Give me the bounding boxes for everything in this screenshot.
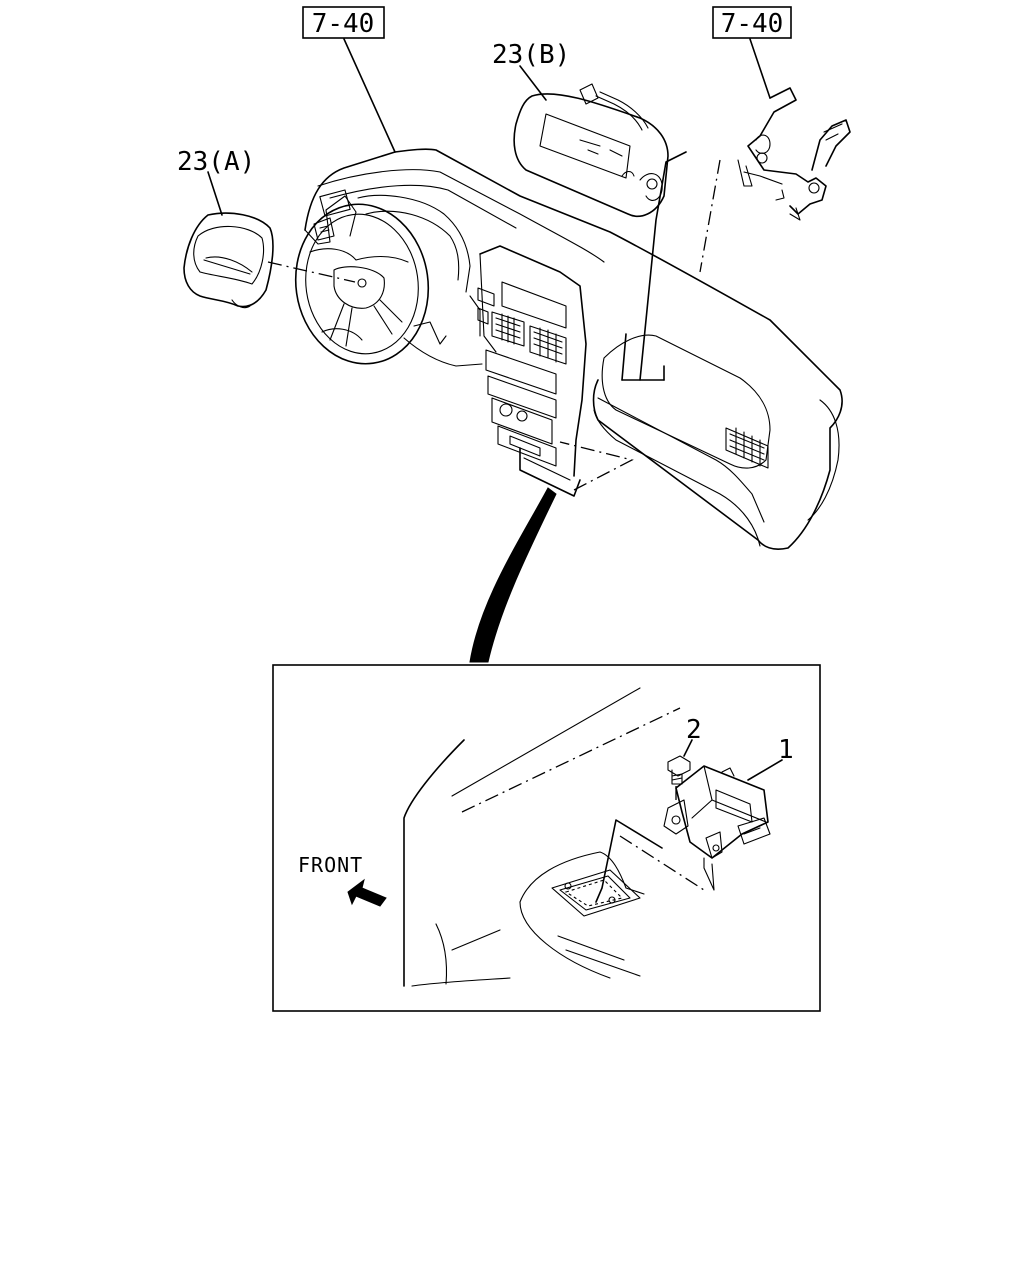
label-part-1: 1 (778, 735, 794, 765)
label-23b: 23(B) (492, 40, 570, 70)
ref-box-right[interactable]: 7-40 (712, 6, 792, 39)
leader-23a (207, 171, 223, 216)
leader-ref-right (749, 38, 771, 99)
airbag-a-position-line (267, 261, 356, 283)
ref-box-left-label: 7-40 (312, 9, 375, 39)
bolt-part-2[interactable] (667, 755, 691, 785)
detail-pointer-swoosh (469, 487, 557, 663)
floor-tunnel-detail (403, 687, 705, 987)
ref-box-left[interactable]: 7-40 (302, 6, 385, 39)
front-label: FRONT (298, 853, 363, 877)
driver-airbag-module[interactable] (183, 212, 274, 309)
leader-ref-left (343, 38, 396, 153)
ref-box-right-label: 7-40 (721, 9, 784, 39)
label-23a: 23(A) (177, 147, 255, 177)
passenger-airbag-module[interactable] (513, 83, 669, 218)
label-part-2: 2 (686, 715, 702, 745)
steering-wheel (294, 203, 430, 365)
leader-part-1 (747, 759, 783, 781)
front-arrow-icon (347, 878, 387, 907)
instrument-panel (304, 148, 843, 550)
leader-part-2 (683, 739, 693, 757)
detail-frame (272, 664, 821, 1012)
combination-switch[interactable] (737, 87, 851, 221)
sensing-module-part-1[interactable] (663, 765, 771, 891)
airbag-b-position-line (639, 151, 687, 381)
airbag-b-position-line-2 (621, 333, 627, 381)
